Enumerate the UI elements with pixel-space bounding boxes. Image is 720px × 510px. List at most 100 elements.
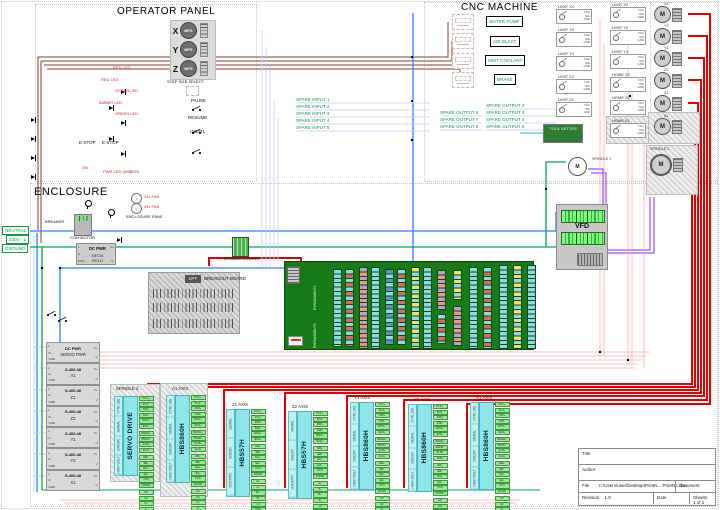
pin-label: EA+: [250, 455, 266, 461]
pin-label: B-: [312, 497, 328, 504]
pin-label: V+: [93, 473, 98, 478]
motor-y1: M: [654, 50, 682, 67]
pin-label: GND: [48, 399, 55, 404]
estop-button-icon[interactable]: [84, 200, 92, 209]
section-label: ENCDR: [115, 436, 122, 456]
pin-label: ENA+: [138, 418, 154, 424]
mpg-z-wheel[interactable]: MPG: [180, 60, 197, 77]
pin-label: EGND: [312, 474, 328, 480]
pin-label: PEND+: [374, 437, 390, 443]
pin-label: N: [48, 414, 51, 419]
pin-label: -V: [94, 440, 98, 445]
section-label: SIGNAL: [289, 412, 296, 441]
pin-row: [153, 289, 233, 298]
pin-label: EA-: [494, 477, 510, 483]
mpg-y-wheel[interactable]: MPG: [180, 41, 197, 58]
pin-label: V+: [93, 388, 98, 393]
title-row: Title: [579, 449, 715, 465]
pin-label: V+: [110, 245, 114, 249]
pin-label: GND: [583, 40, 590, 45]
user1-switch[interactable]: [192, 147, 201, 154]
pin-label: EB-: [494, 466, 510, 472]
pin-label: EA-: [190, 470, 206, 476]
pin-label: VCC: [637, 78, 644, 83]
pin-label: AC: [432, 498, 448, 504]
pin-label: SIG: [585, 60, 590, 65]
switch-icon: [559, 83, 565, 90]
pin-label: L: [48, 450, 51, 455]
estop1-label: E-STOP: [79, 140, 96, 145]
pin-label: ALM+: [374, 448, 390, 454]
pin-label: A-: [190, 505, 206, 510]
resume-switch[interactable]: [192, 127, 201, 134]
pin-label: EA-: [138, 471, 154, 477]
dip-switch: [288, 336, 303, 346]
pin-label: A+: [190, 500, 206, 506]
mist-coolant-output: MIST COOLANT: [485, 55, 526, 66]
pin-label: N: [48, 478, 51, 483]
section-label: ENCDR: [471, 446, 478, 468]
tool-setter: TOOL SETTER: [543, 124, 583, 143]
pin-label: EB+: [494, 460, 510, 467]
mpg-x-wheel[interactable]: MPG: [180, 22, 197, 39]
pin-label: N: [48, 350, 51, 355]
pin-label: -V: [94, 376, 98, 381]
spindle2-label: SPINDLE 2: [650, 147, 670, 151]
pin-label: ENA-: [312, 438, 328, 445]
pause-switch[interactable]: [192, 104, 201, 111]
pin-label: PUL-: [138, 401, 154, 407]
file-value: C:\Users\user\Desktop\PrintN... PrintNC.…: [598, 482, 687, 488]
pin-label: L: [48, 365, 51, 370]
switch-icon: [613, 11, 619, 18]
estop-button-icon[interactable]: [107, 209, 115, 218]
pin-label: EB-: [312, 451, 328, 457]
section-label: SIGNAL: [115, 416, 122, 436]
pin-label: EB-: [250, 449, 266, 455]
mpg-z-axis-label: Z: [172, 63, 179, 74]
pin-label: AC: [138, 495, 154, 501]
pin-label: GND: [637, 15, 644, 20]
spare-output-label: SPARE OUTPUT 6: [440, 110, 479, 115]
driver-title: SPINDLE 2: [116, 386, 139, 391]
panel-led-icon: [31, 136, 36, 142]
pin-label: ENA-: [494, 429, 510, 436]
pin-label: A-: [138, 506, 154, 510]
pin-label: EA-: [432, 479, 448, 485]
pin-label: GND: [637, 131, 644, 136]
led-label: RED LED: [101, 77, 119, 82]
pin-label: L: [48, 471, 51, 476]
step-size-rotary-switch[interactable]: [186, 86, 199, 96]
pin-label: V+: [93, 409, 98, 414]
pin-label: VCC: [250, 466, 266, 472]
pin-label: EGND: [250, 472, 266, 478]
estop2-label: E-STOP: [102, 140, 119, 145]
pin-label: DIR+: [190, 406, 206, 412]
pin-label: DIR+: [312, 422, 328, 428]
pin-label: AC: [374, 501, 390, 507]
fan-label: 24v FAN: [144, 204, 160, 209]
pin-label: GND: [637, 85, 644, 90]
pin-label: ENA-: [374, 429, 390, 436]
pin-label: EA+: [190, 465, 206, 471]
pin-label: A+: [138, 501, 154, 507]
switch-icon: [613, 81, 619, 88]
motor-connector: [672, 96, 682, 111]
pin-label: EA+: [494, 472, 510, 478]
pin-label: PUL+: [312, 411, 328, 417]
pin-label: +V: [312, 503, 328, 509]
terminal-column: [397, 269, 406, 345]
pin-label: A+: [374, 507, 390, 510]
pin-label: ENA+: [374, 424, 390, 430]
author-row: Author: [579, 465, 715, 481]
spare-output-label: SPARE OUTPUT 5: [486, 124, 525, 129]
section-label: CTRL SIG: [115, 397, 122, 417]
pin-label: A+: [312, 481, 328, 487]
pin-label: EGND: [432, 490, 448, 497]
neutral-tag: NEUTRAL: [2, 226, 30, 235]
pin-label: EB+: [190, 453, 206, 460]
